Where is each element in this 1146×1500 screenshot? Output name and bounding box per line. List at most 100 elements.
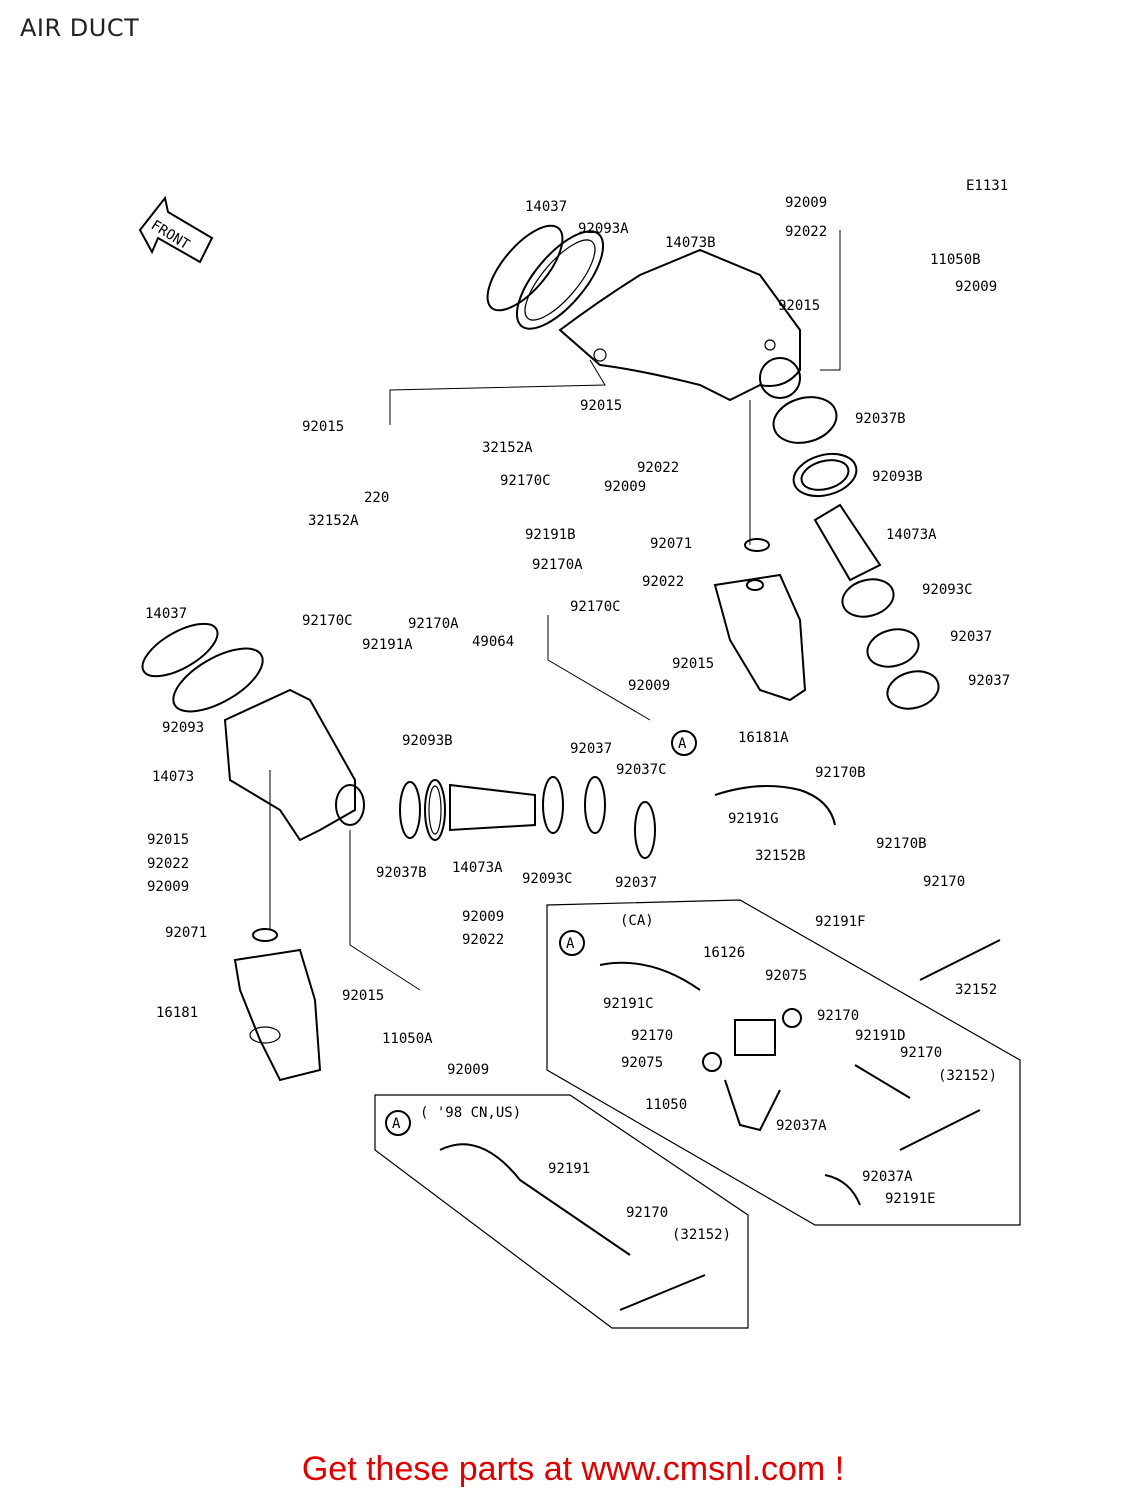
part-label: (32152) [672, 1227, 731, 1243]
part-label: 92071 [650, 536, 692, 552]
part-label: 92170A [408, 616, 459, 632]
part-label: 92191E [885, 1191, 936, 1207]
pipe-32152 [919, 939, 1001, 981]
part-label: 92037B [376, 865, 427, 881]
part-label: 92009 [462, 909, 504, 925]
part-label: 11050B [930, 252, 981, 268]
part-label: 92191C [603, 996, 654, 1012]
part-label: 92037A [862, 1169, 913, 1185]
part-label: 92191 [548, 1161, 590, 1177]
group-label-ca: (CA) [620, 913, 654, 929]
front-arrow-icon: FRONT [138, 195, 214, 264]
callout-a-main: A [671, 730, 697, 756]
part-label: 11050A [382, 1031, 433, 1047]
valve-16126 [702, 1008, 802, 1132]
part-label: 92009 [955, 279, 997, 295]
part-label: 92037 [950, 629, 992, 645]
part-label: 92022 [637, 460, 679, 476]
part-label: 92015 [147, 832, 189, 848]
part-label: 49064 [472, 634, 514, 650]
svg-text:A: A [678, 736, 687, 752]
part-label: 16181 [156, 1005, 198, 1021]
part-label: 11050 [645, 1097, 687, 1113]
filter-14037-top [486, 224, 605, 330]
part-label: 14073A [452, 860, 503, 876]
ring-stack-middle [399, 776, 656, 859]
part-label: 92191B [525, 527, 576, 543]
part-label: 92191G [728, 811, 779, 827]
part-label: 92015 [672, 656, 714, 672]
part-label: 92009 [628, 678, 670, 694]
part-label: 92191D [855, 1028, 906, 1044]
svg-text:A: A [392, 1116, 401, 1132]
part-label: 92037B [855, 411, 906, 427]
part-label: 32152A [308, 513, 359, 529]
tank-16181a [713, 538, 807, 702]
part-label: 92170 [923, 874, 965, 890]
part-label: 14037 [145, 606, 187, 622]
part-label: 92037 [968, 673, 1010, 689]
part-label: 92170C [500, 473, 551, 489]
part-label: 92022 [147, 856, 189, 872]
svg-text:A: A [566, 936, 575, 952]
tank-16181 [233, 928, 322, 1082]
part-label: 14073B [665, 235, 716, 251]
part-label: 14037 [525, 199, 567, 215]
cn-us-group-box [374, 1094, 749, 1329]
duct-14073 [141, 622, 365, 842]
part-label: 92037 [570, 741, 612, 757]
part-label: 92037 [615, 875, 657, 891]
footer-cta-link[interactable]: Get these parts at www.cmsnl.com ! [301, 1450, 845, 1488]
part-label: 14073A [886, 527, 937, 543]
part-label: 92037C [616, 762, 667, 778]
part-label: 92170 [626, 1205, 668, 1221]
part-label: 92093B [402, 733, 453, 749]
part-label: 92037A [776, 1118, 827, 1134]
hose-92191d [854, 1064, 911, 1099]
part-label: 220 [364, 490, 389, 506]
part-label: 92071 [165, 925, 207, 941]
part-label: 92170 [900, 1045, 942, 1061]
part-label: 32152A [482, 440, 533, 456]
hose-92191e [824, 1174, 861, 1206]
part-label: 92093A [578, 221, 629, 237]
part-label: 92191F [815, 914, 866, 930]
part-label: (32152) [938, 1068, 997, 1084]
part-label: 92075 [765, 968, 807, 984]
part-label: 14073 [152, 769, 194, 785]
callout-a-ca: A [559, 930, 585, 956]
part-label: 92093C [522, 871, 573, 887]
part-label: 92170B [876, 836, 927, 852]
parts-diagram: FRONT [138, 178, 1021, 1329]
ring-stack-right [772, 396, 940, 710]
part-label: 92075 [621, 1055, 663, 1071]
part-label: 92015 [342, 988, 384, 1004]
part-label: 16126 [703, 945, 745, 961]
part-label: 92009 [447, 1062, 489, 1078]
part-label: 92015 [580, 398, 622, 414]
callout-a-cnus: A [385, 1110, 411, 1136]
part-label: 92015 [302, 419, 344, 435]
part-label: 92022 [642, 574, 684, 590]
part-label: 92170 [631, 1028, 673, 1044]
part-label: 92009 [785, 195, 827, 211]
part-label: 92093C [922, 582, 973, 598]
part-label: 92191A [362, 637, 413, 653]
hose-92191g [714, 785, 836, 826]
hose-92191 [439, 1143, 631, 1256]
diagram-code: E1131 [966, 178, 1008, 194]
part-label: 92093 [162, 720, 204, 736]
page-title: AIR DUCT [20, 14, 140, 42]
part-label: 16181A [738, 730, 789, 746]
hose-92191c [599, 961, 701, 991]
pipe-32152-ca [899, 1109, 981, 1151]
part-label: 92170C [302, 613, 353, 629]
part-label: 92009 [604, 479, 646, 495]
part-label: 92015 [778, 298, 820, 314]
part-label: 92170 [817, 1008, 859, 1024]
duct-14073b [558, 248, 801, 402]
part-labels: 14037 92093A 14073B 92009 92022 11050B 9… [145, 195, 1010, 1243]
part-label: 92093B [872, 469, 923, 485]
group-label-cnus: ( '98 CN,US) [420, 1105, 521, 1121]
part-label: 92022 [785, 224, 827, 240]
